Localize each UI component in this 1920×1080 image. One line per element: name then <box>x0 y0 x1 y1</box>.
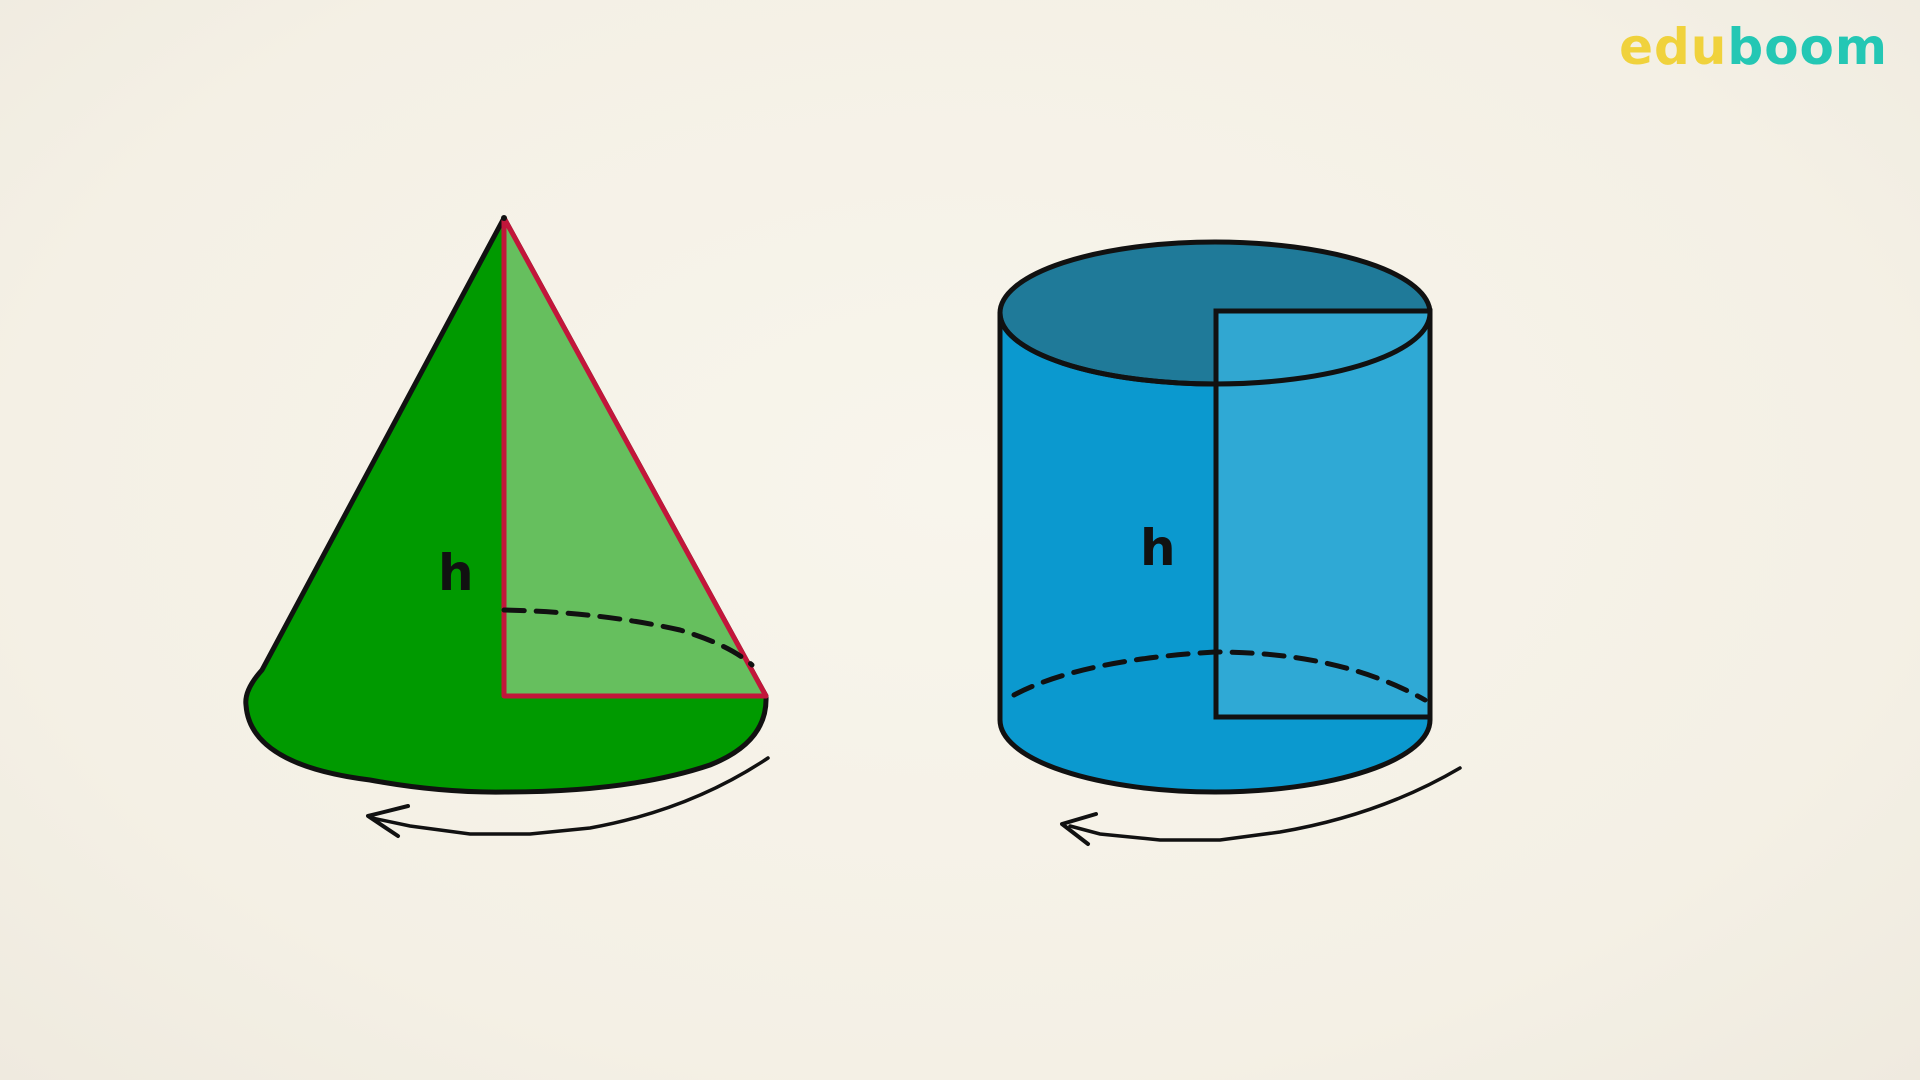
logo-part-boom: boom <box>1727 18 1888 76</box>
cylinder-hidden-base-edge <box>1011 649 1428 703</box>
logo-part-edu: edu <box>1619 18 1728 76</box>
rotation-arrow-icon <box>366 756 770 838</box>
cone-hidden-base-edge <box>501 607 755 668</box>
eduboom-logo: eduboom <box>1619 22 1888 72</box>
rotation-arrow-icon <box>1060 766 1462 846</box>
cone: h <box>243 215 770 838</box>
cylinder-top-front-edge <box>997 312 1433 387</box>
cylinder-height-label: h <box>1140 519 1176 577</box>
cone-apex <box>501 215 507 221</box>
cone-height-label: h <box>438 544 474 602</box>
cylinder: h <box>997 239 1462 846</box>
cylinder-generating-rectangle <box>1213 308 1433 720</box>
cone-generating-triangle <box>501 215 769 699</box>
